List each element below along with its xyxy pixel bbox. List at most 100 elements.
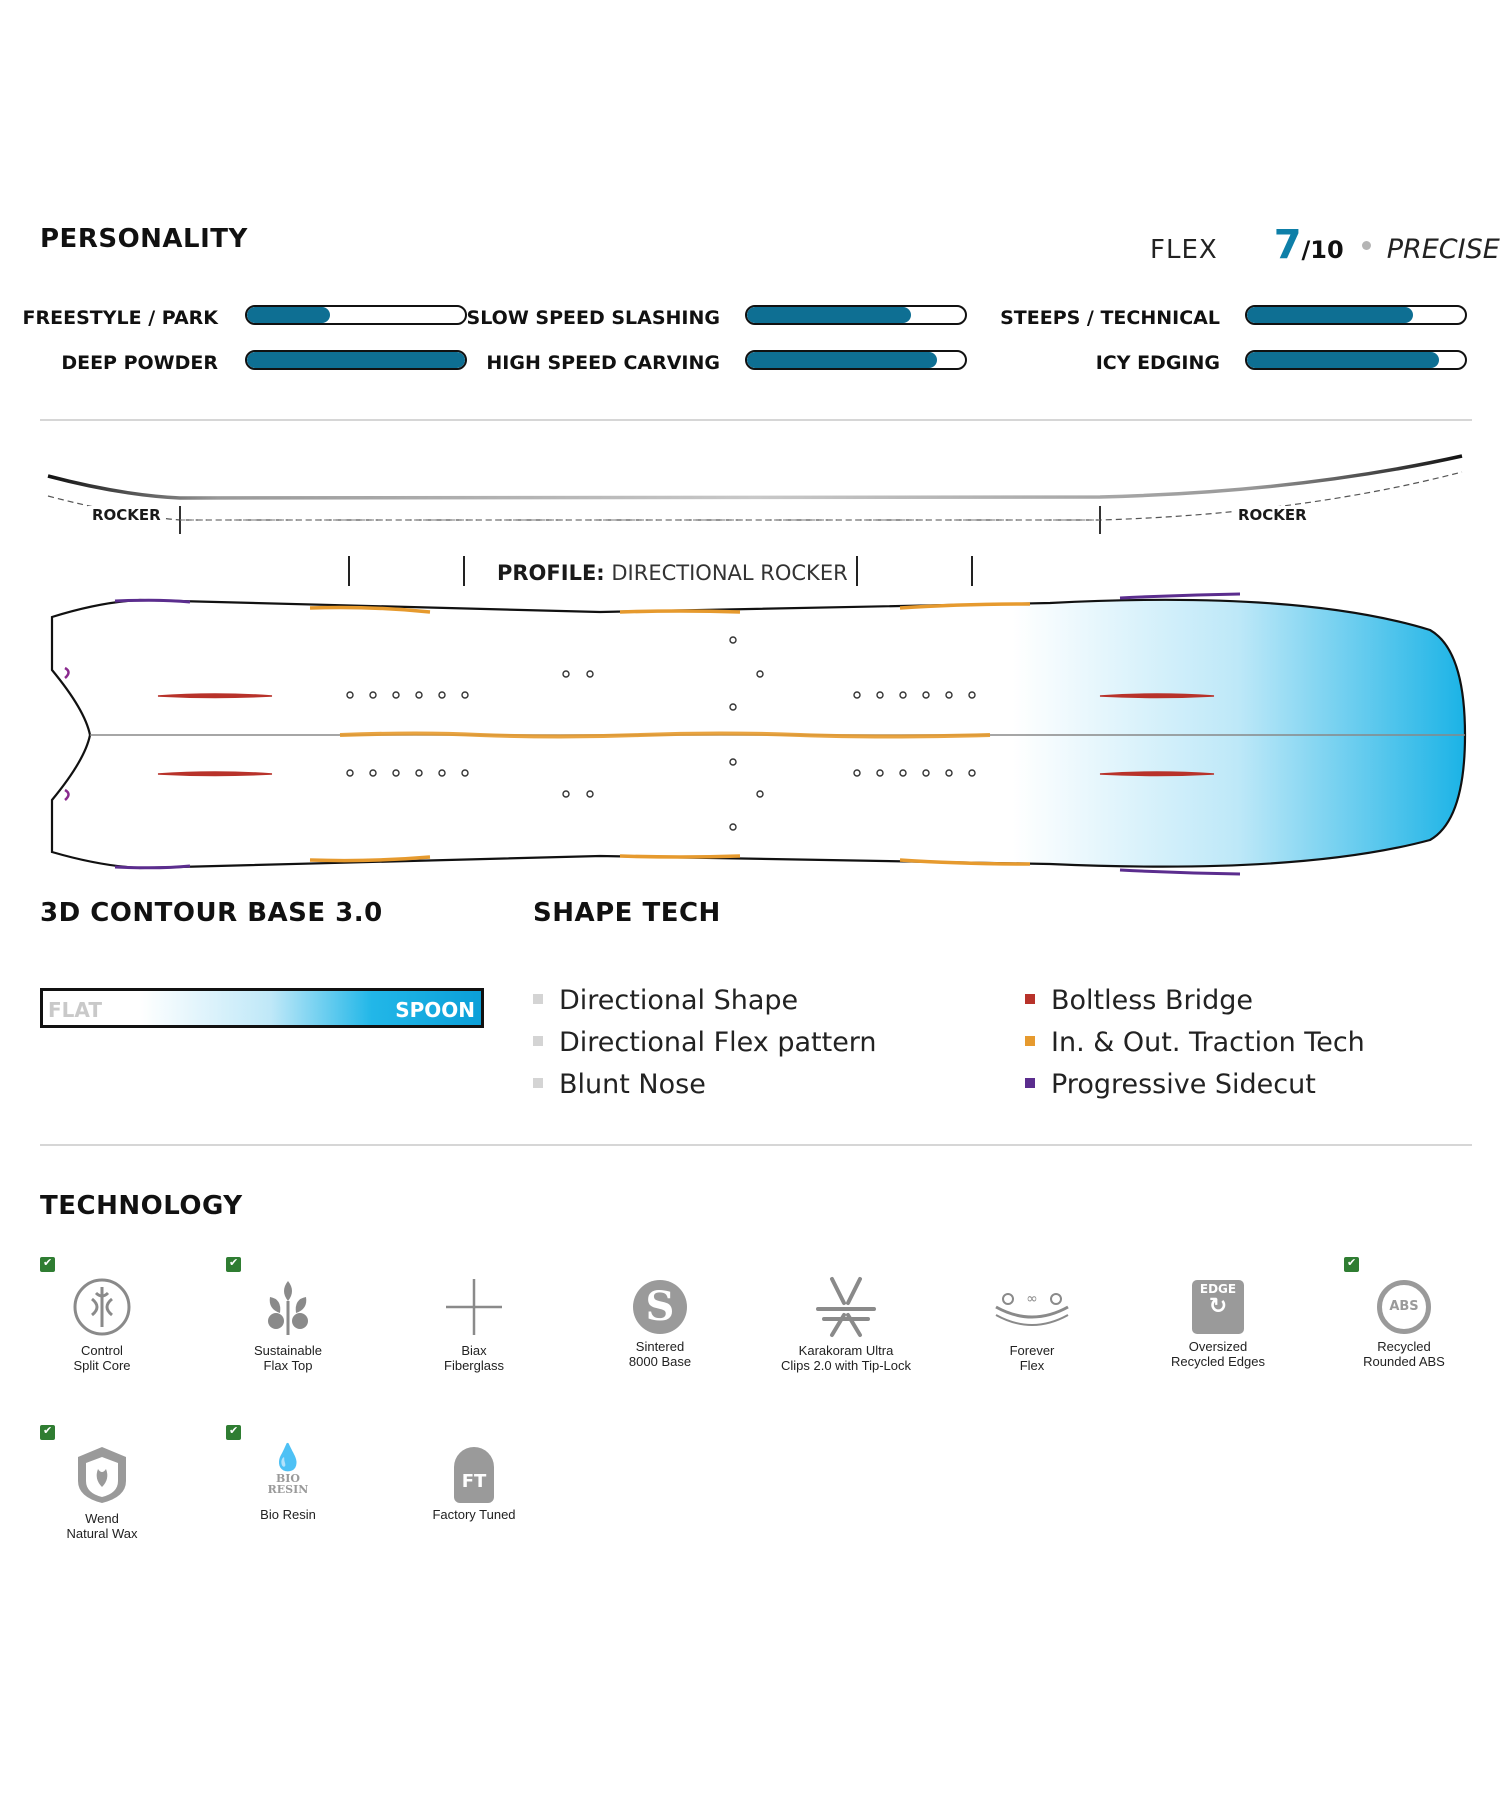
divider <box>40 419 1472 421</box>
rating-bar <box>1245 350 1467 370</box>
rating-label: DEEP POWDER <box>61 352 218 374</box>
board-shape-diagram <box>50 592 1467 876</box>
bridge-mark <box>157 693 273 699</box>
sidecut-mark <box>1119 592 1241 600</box>
legend-item: Progressive Sidecut <box>1025 1064 1365 1106</box>
traction-center-mark <box>339 731 991 739</box>
rocker-left-label: ROCKER <box>88 506 165 524</box>
stance-tick <box>348 556 350 586</box>
sintered-base-icon: S <box>633 1280 687 1334</box>
insert-pattern <box>346 636 976 831</box>
flex-descriptor: PRECISE <box>1386 234 1500 265</box>
profile-line <box>47 454 1463 500</box>
legend-swatch <box>533 993 543 1004</box>
rating-bar-fill <box>247 307 330 323</box>
split-core-icon <box>73 1278 131 1336</box>
rating-label: STEEPS / TECHNICAL <box>1000 307 1220 329</box>
traction-mark <box>899 602 1031 610</box>
separator-dot <box>1361 241 1371 250</box>
flex-label: FLEX <box>1150 235 1218 265</box>
bridge-mark <box>1099 693 1215 699</box>
shape-tech-list-left: Directional Shape Directional Flex patte… <box>533 980 877 1106</box>
svg-text:∞: ∞ <box>1026 1291 1038 1307</box>
flex-rating: FLEX 7 /10 PRECISE <box>1150 222 1500 268</box>
eco-leaf-icon: ✔ <box>226 1256 241 1272</box>
contour-flat-label: FLAT <box>48 998 102 1022</box>
profile-value: DIRECTIONAL ROCKER <box>611 561 848 585</box>
factory-tuned-icon: FT <box>454 1447 494 1503</box>
bridge-mark <box>157 771 273 777</box>
legend-label: Progressive Sidecut <box>1051 1069 1316 1100</box>
traction-mark <box>619 609 741 614</box>
stance-tick <box>463 556 465 586</box>
legend-label: Boltless Bridge <box>1051 985 1253 1016</box>
profile-label: PROFILE: <box>497 561 605 585</box>
eco-leaf-icon: ✔ <box>1344 1256 1359 1272</box>
legend-swatch <box>1025 993 1035 1004</box>
sidecut-mark <box>114 864 191 870</box>
wax-icon <box>78 1447 126 1503</box>
shape-tech-title: SHAPE TECH <box>533 898 721 928</box>
shape-tech-list-right: Boltless Bridge In. & Out. Traction Tech… <box>1025 980 1365 1106</box>
tech-label: Factory Tuned <box>432 1507 516 1522</box>
technology-title: TECHNOLOGY <box>40 1191 243 1221</box>
clips-icon <box>816 1277 876 1337</box>
legend-swatch <box>533 1035 543 1046</box>
nose-notch <box>64 788 70 801</box>
flex-scale: /10 <box>1301 236 1344 264</box>
legend-swatch <box>533 1077 543 1088</box>
stance-tick <box>856 556 858 586</box>
contour-spoon-label: SPOON <box>395 998 475 1022</box>
stance-tick <box>971 556 973 586</box>
legend-label: In. & Out. Traction Tech <box>1051 1027 1365 1058</box>
legend-swatch <box>1025 1077 1035 1088</box>
contour-title: 3D CONTOUR BASE 3.0 <box>40 898 383 928</box>
tech-factory-tuned: FT Factory Tuned <box>384 1443 564 1522</box>
nose-notch <box>64 666 70 679</box>
bridge-mark <box>1099 771 1215 777</box>
eco-leaf-icon: ✔ <box>226 1424 241 1440</box>
flex-value: 7 <box>1273 222 1302 268</box>
personality-title: PERSONALITY <box>40 224 248 254</box>
legend-item: Boltless Bridge <box>1025 980 1365 1022</box>
traction-mark <box>309 605 431 614</box>
tech-label: Bio Resin <box>260 1507 316 1522</box>
legend-item: Directional Flex pattern <box>533 1022 877 1064</box>
rating-bar <box>1245 305 1467 325</box>
rating-bar-fill <box>747 307 911 323</box>
rating-bar <box>245 350 467 370</box>
rating-bar-fill <box>1247 307 1413 323</box>
contour-gradient-scale: FLAT SPOON <box>40 988 484 1028</box>
eco-leaf-icon: ✔ <box>40 1256 55 1272</box>
rating-label: FREESTYLE / PARK <box>22 307 218 329</box>
forever-flex-icon: ∞ <box>995 1291 1069 1326</box>
profile-caption: PROFILE: DIRECTIONAL ROCKER <box>497 561 848 585</box>
divider <box>40 1144 1472 1146</box>
abs-recycle-icon: ABS <box>1377 1280 1431 1334</box>
legend-swatch <box>1025 1035 1035 1046</box>
rating-label: HIGH SPEED CARVING <box>486 352 720 374</box>
rating-bar-fill <box>747 352 937 368</box>
rating-label: SLOW SPEED SLASHING <box>466 307 720 329</box>
rating-bar-fill <box>1247 352 1439 368</box>
traction-mark <box>309 855 431 863</box>
legend-item: Directional Shape <box>533 980 877 1022</box>
eco-leaf-icon: ✔ <box>40 1424 55 1440</box>
edge-icon: EDGE↻ <box>1192 1280 1244 1334</box>
